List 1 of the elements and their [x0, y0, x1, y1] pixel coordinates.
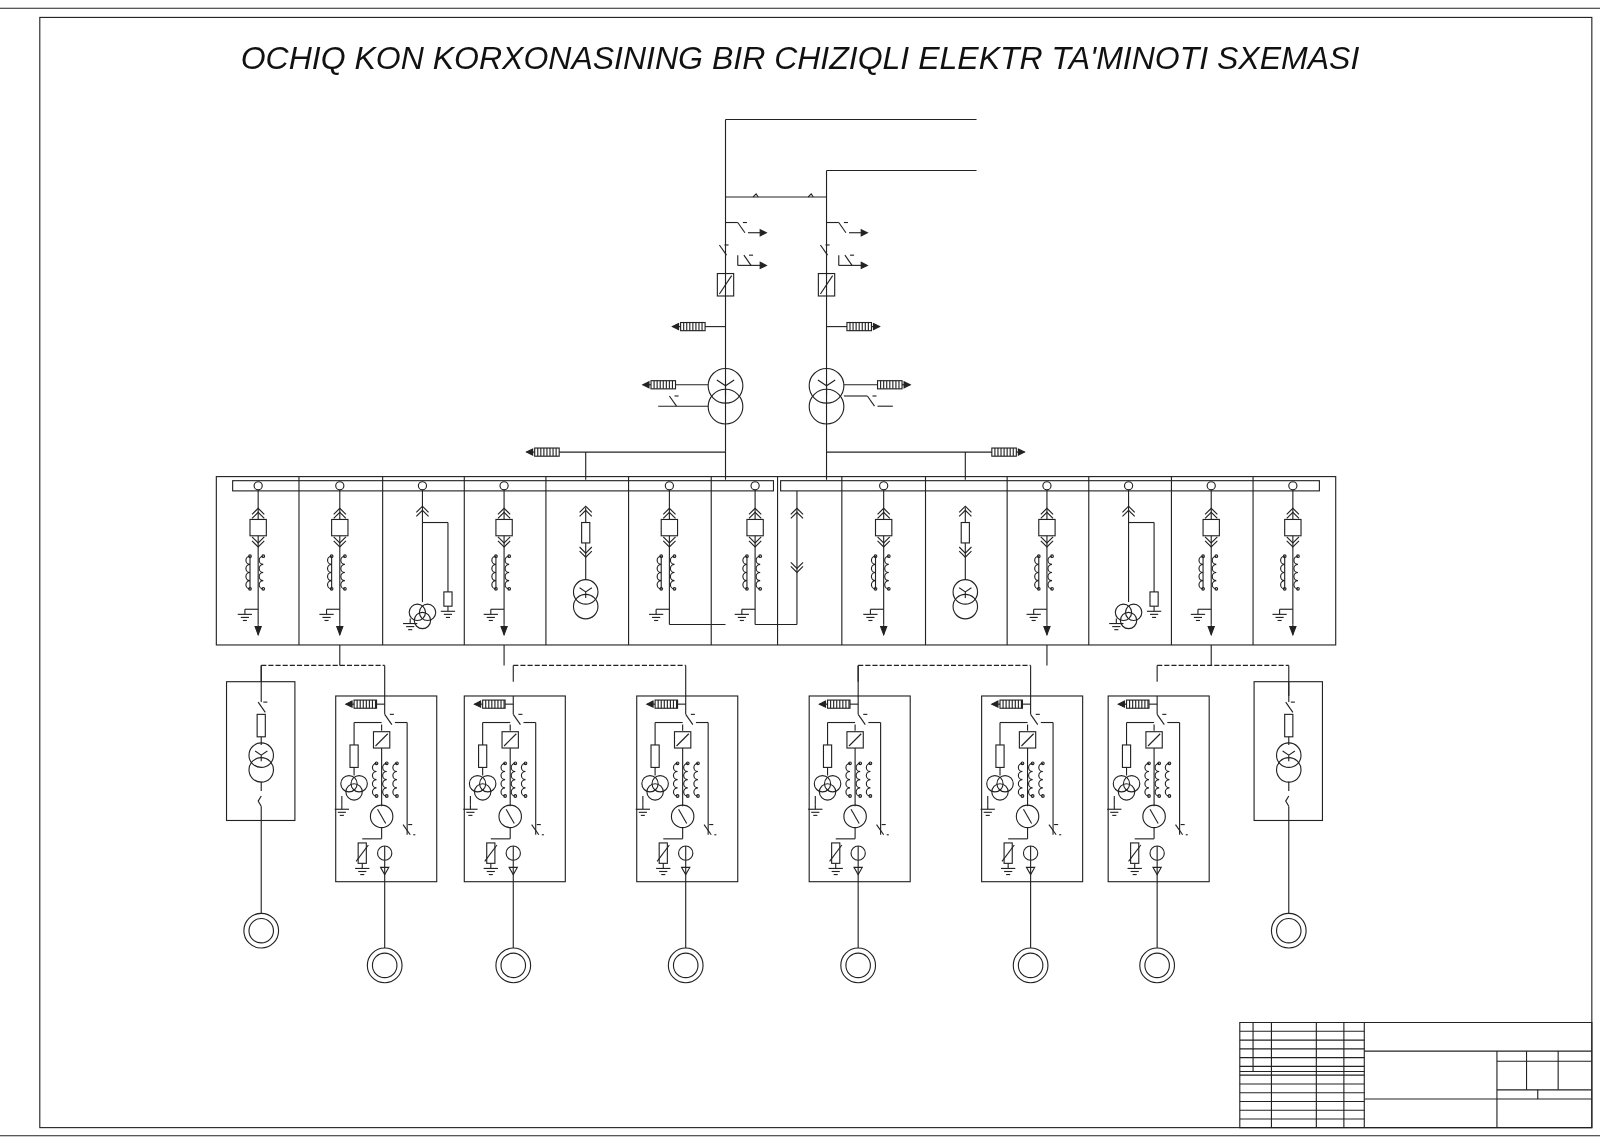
- diagram-title: OCHIQ KON KORXONASINING BIR CHIZIQLI ELEKTR TA'MINOTI SXEMASI: [239, 40, 1361, 77]
